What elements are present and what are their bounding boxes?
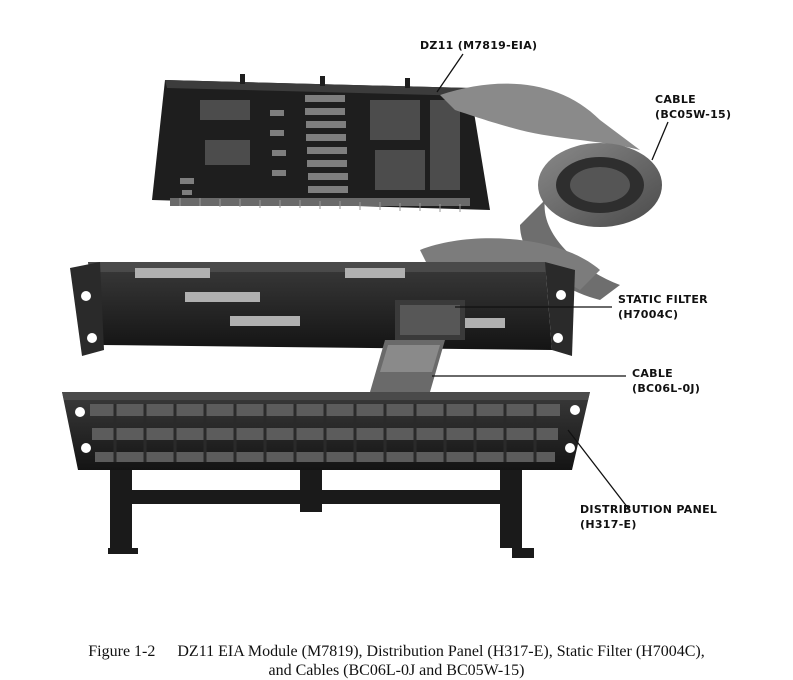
label-cable-bc05w-line1: CABLE — [655, 93, 696, 106]
label-distribution-panel-line1: DISTRIBUTION PANEL — [580, 503, 718, 516]
label-distribution-panel-line2: (H317-E) — [580, 518, 637, 531]
dz11-module-board — [152, 74, 490, 212]
caption-line-2: and Cables (BC06L-0J and BC05W-15) — [268, 662, 525, 679]
label-static-filter-line2: (H7004C) — [618, 308, 679, 321]
label-cable-bc06l-line1: CABLE — [632, 367, 673, 380]
label-static-filter: STATIC FILTER (H7004C) — [618, 292, 708, 322]
label-dz11-text: DZ11 (M7819-EIA) — [420, 39, 538, 52]
leader-lines — [432, 53, 669, 509]
distribution-panel — [62, 392, 590, 558]
caption-text-1: DZ11 EIA Module (M7819), Distribution Pa… — [177, 643, 705, 660]
ribbon-cable-bc06l — [370, 340, 445, 392]
hardware-photo — [62, 53, 669, 558]
label-cable-bc05w-line2: (BC05W-15) — [655, 108, 732, 121]
figure-caption: Figure 1-2 DZ11 EIA Module (M7819), Distr… — [0, 642, 793, 680]
label-distribution-panel: DISTRIBUTION PANEL (H317-E) — [580, 502, 717, 532]
label-dz11: DZ11 (M7819-EIA) — [420, 38, 537, 53]
label-cable-bc05w: CABLE (BC05W-15) — [655, 92, 731, 122]
label-cable-bc06l: CABLE (BC06L-0J) — [632, 366, 700, 396]
caption-line-1: Figure 1-2 DZ11 EIA Module (M7819), Distr… — [0, 642, 793, 661]
label-cable-bc06l-line2: (BC06L-0J) — [632, 382, 701, 395]
figure-number: Figure 1-2 — [88, 643, 156, 660]
label-static-filter-line1: STATIC FILTER — [618, 293, 708, 306]
static-filter-panel — [70, 262, 575, 356]
